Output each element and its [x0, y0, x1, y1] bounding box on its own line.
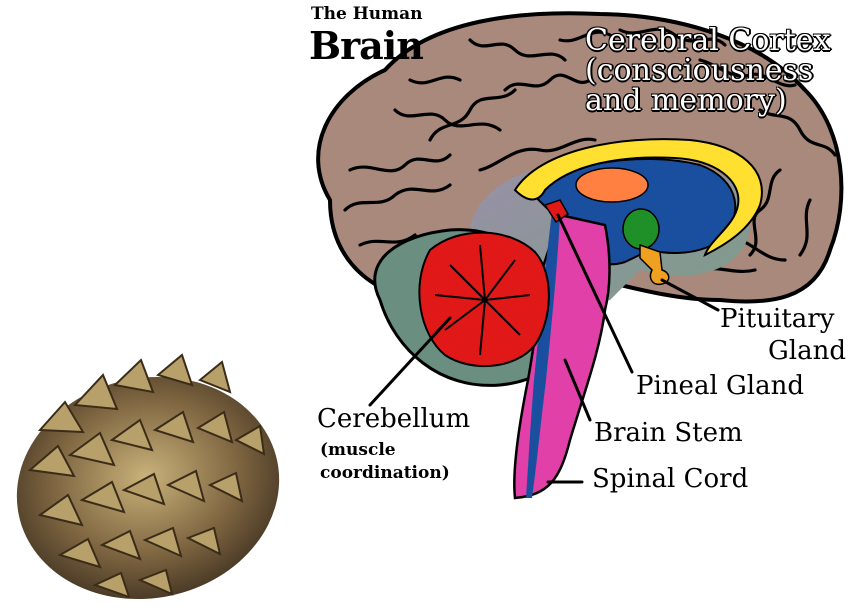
cortex-label-line1: Cerebral Cortex	[585, 26, 830, 56]
cerebellum	[419, 233, 549, 366]
cerebellum-label: Cerebellum	[317, 406, 470, 433]
pituitary-label-line2: Gland	[768, 338, 846, 365]
pituitary-label-line1: Pituitary	[720, 306, 834, 333]
cortex-label: Cerebral Cortex (consciousness and memor…	[585, 26, 830, 116]
thalamus	[576, 168, 648, 202]
cortex-label-line3: and memory)	[585, 86, 830, 116]
pineal-label: Pineal Gland	[636, 373, 804, 400]
hypothalamus	[623, 209, 659, 249]
title-line2: Brain	[309, 26, 423, 66]
pinecone-image	[0, 353, 300, 616]
title-line1: The Human	[311, 6, 423, 24]
brain-stem-label: Brain Stem	[594, 420, 743, 447]
cerebellum-note-line1: (muscle	[320, 442, 396, 460]
cortex-label-line2: (consciousness	[585, 56, 830, 86]
spinal-cord-label: Spinal Cord	[592, 466, 748, 493]
cerebellum-note-line2: coordination)	[320, 465, 450, 483]
